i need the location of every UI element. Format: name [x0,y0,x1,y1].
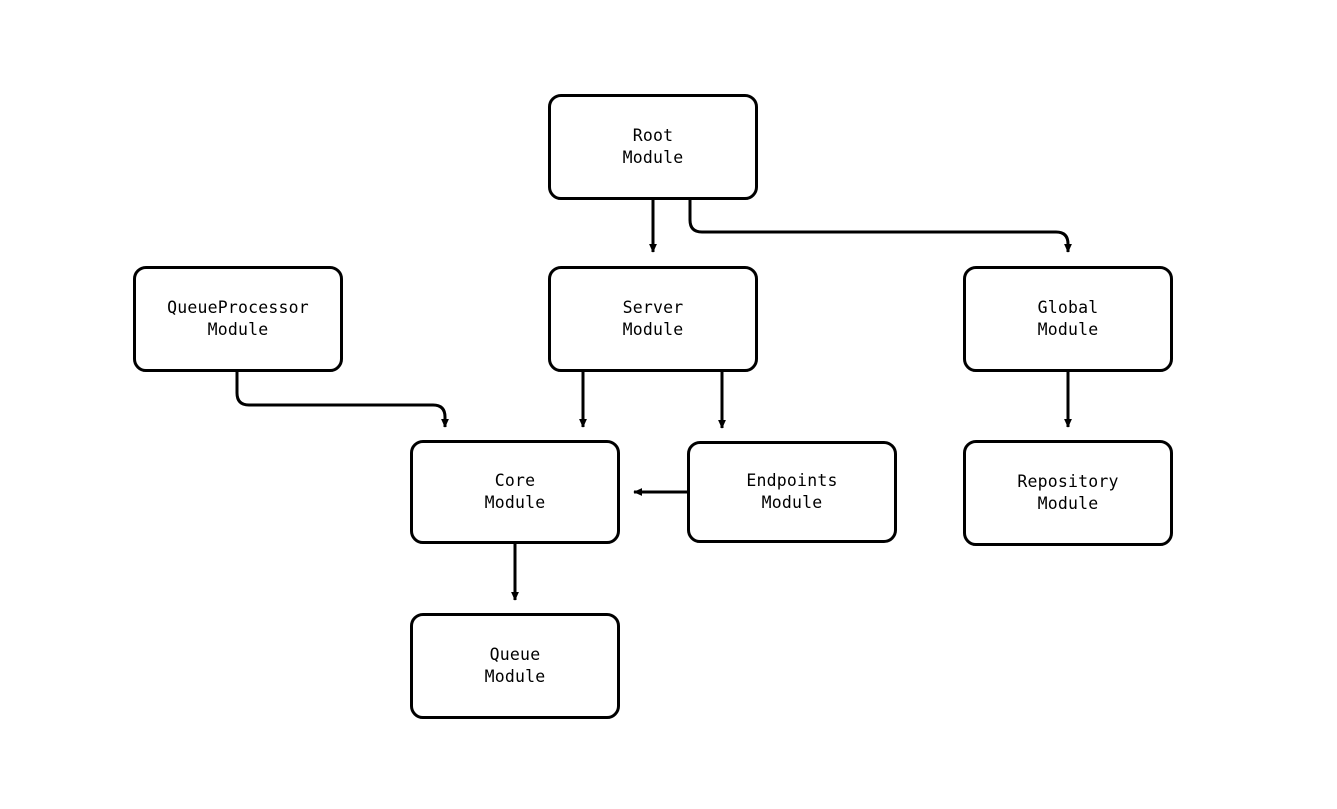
node-queueprocessor-suffix: Module [207,320,269,339]
edge-root-global [688,200,1072,253]
node-core-name: Core [494,471,536,490]
node-repository[interactable]: Repository Module [963,440,1173,546]
node-core[interactable]: Core Module [410,440,620,544]
edge-queueprocessor-core [235,372,449,428]
node-server[interactable]: Server Module [548,266,758,372]
node-core-suffix: Module [484,493,546,512]
node-queueprocessor[interactable]: QueueProcessor Module [133,266,343,372]
node-queue[interactable]: Queue Module [410,613,620,719]
node-repository-name: Repository [1017,472,1119,491]
node-root-suffix: Module [622,148,684,167]
node-server-name: Server [622,298,684,317]
node-root-name: Root [632,126,674,145]
node-repository-suffix: Module [1037,494,1099,513]
node-root[interactable]: Root Module [548,94,758,200]
node-global[interactable]: Global Module [963,266,1173,372]
node-queue-name: Queue [489,645,541,664]
node-global-suffix: Module [1037,320,1099,339]
node-server-suffix: Module [622,320,684,339]
node-global-name: Global [1037,298,1099,317]
node-endpoints-name: Endpoints [746,471,838,490]
node-queue-suffix: Module [484,667,546,686]
node-queueprocessor-name: QueueProcessor [167,298,309,317]
node-endpoints[interactable]: Endpoints Module [687,441,897,543]
node-endpoints-suffix: Module [761,493,823,512]
